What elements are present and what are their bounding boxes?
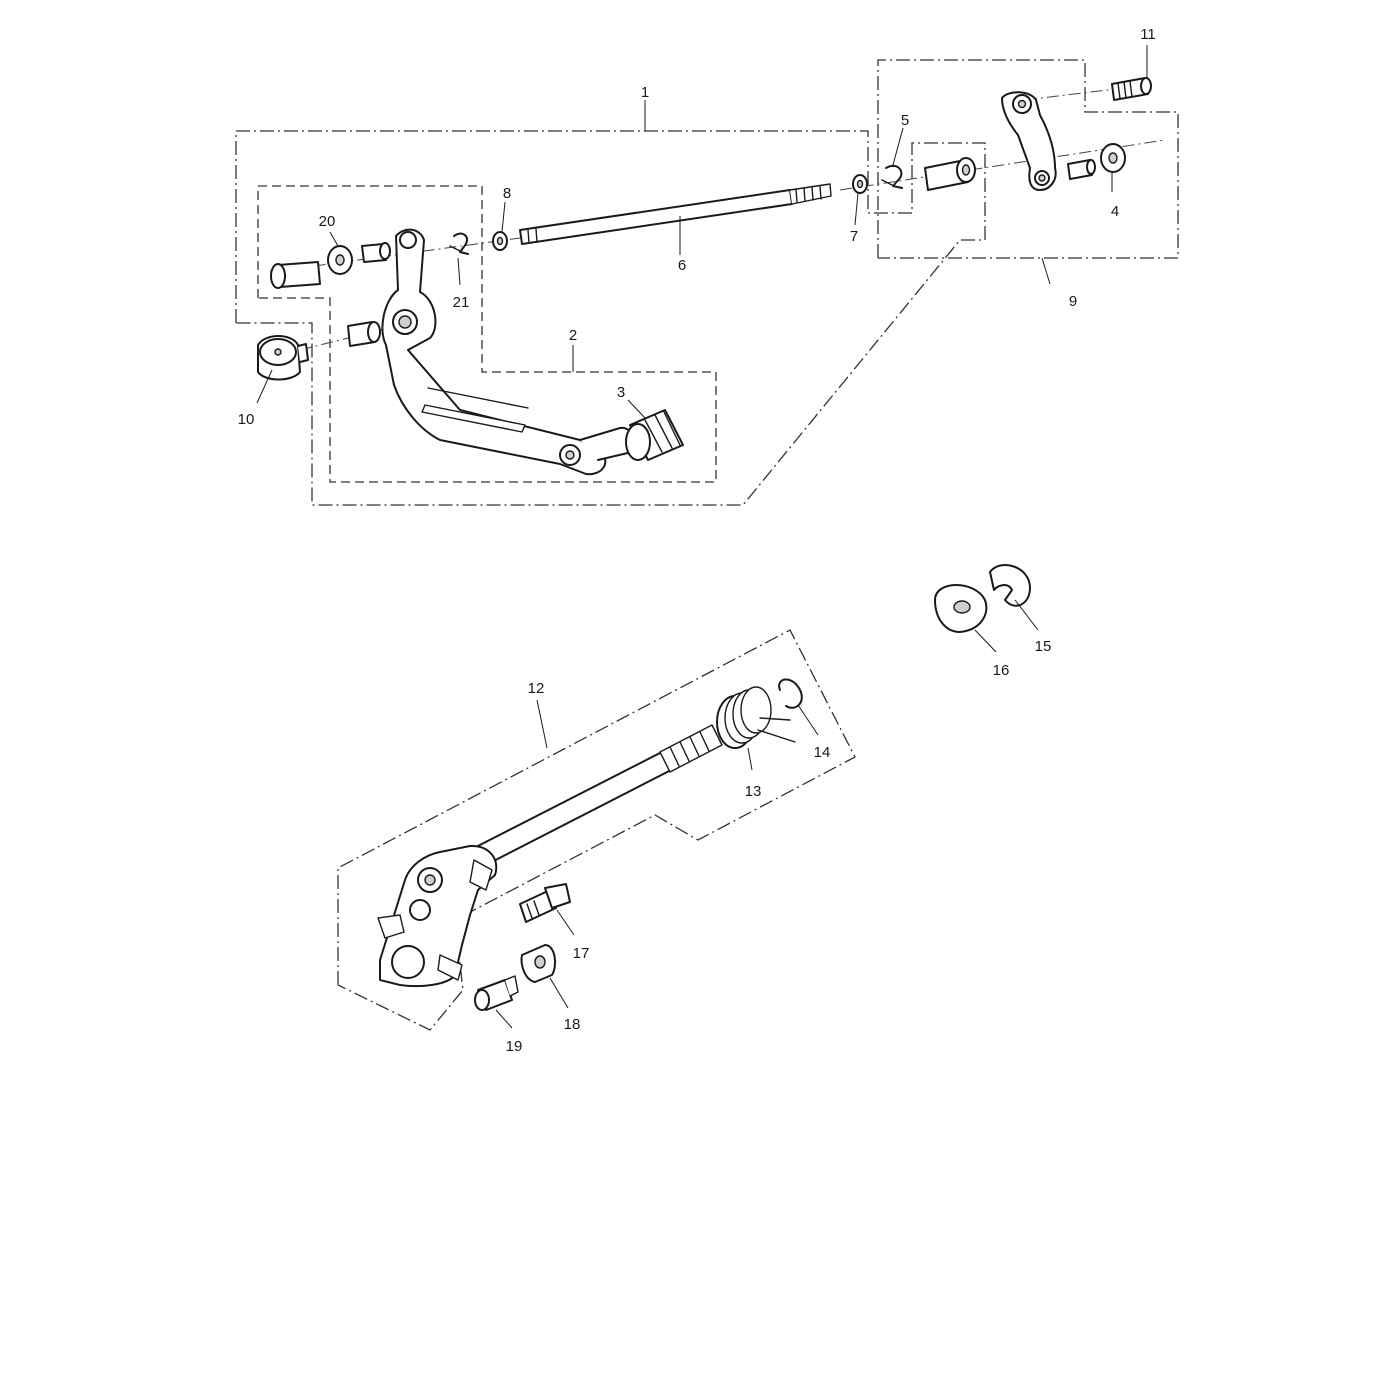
part-18-stopper-plate <box>520 944 557 983</box>
stud-near-part-4 <box>1067 159 1096 180</box>
callout-18: 18 <box>564 1016 581 1033</box>
callout-21: 21 <box>453 294 470 311</box>
part-12-shift-shaft <box>377 724 723 988</box>
callout-14: 14 <box>814 744 831 761</box>
callout-19: 19 <box>506 1038 523 1055</box>
part-14-circlip <box>778 678 803 709</box>
part-3-footpeg-rubber <box>625 409 684 461</box>
group-outline-2 <box>257 185 717 483</box>
callout-1: 1 <box>641 84 649 101</box>
callout-20: 20 <box>319 213 336 230</box>
callouts: 1 2 3 4 5 6 7 8 9 10 11 12 13 14 15 16 1… <box>238 26 1156 1055</box>
callout-12: 12 <box>528 680 545 697</box>
part-13-return-spring <box>716 686 796 749</box>
callout-7: 7 <box>850 228 858 245</box>
callout-2: 2 <box>569 327 577 344</box>
part-5-clip <box>881 164 903 189</box>
callout-13: 13 <box>745 783 762 800</box>
part-20-washer <box>327 245 353 275</box>
group-outline-9 <box>877 59 1179 259</box>
callout-5: 5 <box>901 112 909 129</box>
callout-10: 10 <box>238 411 255 428</box>
part-9-shift-arm <box>1001 91 1057 191</box>
callout-6: 6 <box>678 257 686 274</box>
callout-4: 4 <box>1111 203 1119 220</box>
part-10-pivot-bolt <box>257 335 309 381</box>
part-8-washer <box>492 231 508 251</box>
group-outline-12 <box>337 629 856 1031</box>
callout-8: 8 <box>503 185 511 202</box>
rod-end-socket <box>924 157 976 191</box>
part-4-washer <box>1100 143 1126 173</box>
part-17-stopper-bolt <box>519 883 571 923</box>
part-7-washer <box>852 174 868 194</box>
pivot-bushing <box>347 321 381 347</box>
part-16-washer <box>934 584 988 633</box>
callout-16: 16 <box>993 662 1010 679</box>
bushing-small <box>361 242 391 263</box>
part-6-tie-rod <box>519 183 832 245</box>
callout-17: 17 <box>573 945 590 962</box>
callout-3: 3 <box>617 384 625 401</box>
part-11-bolt <box>1111 77 1152 101</box>
callout-15: 15 <box>1035 638 1052 655</box>
callout-9: 9 <box>1069 293 1077 310</box>
part-2-pedal-lever <box>381 228 636 476</box>
leader-lines <box>256 45 1148 1029</box>
part-21-clip <box>449 232 469 255</box>
part-20-pivot-bolt <box>270 261 321 289</box>
part-19-cap-bolt <box>474 975 519 1011</box>
callout-11: 11 <box>1140 26 1156 43</box>
group-outline-1 <box>235 130 986 506</box>
